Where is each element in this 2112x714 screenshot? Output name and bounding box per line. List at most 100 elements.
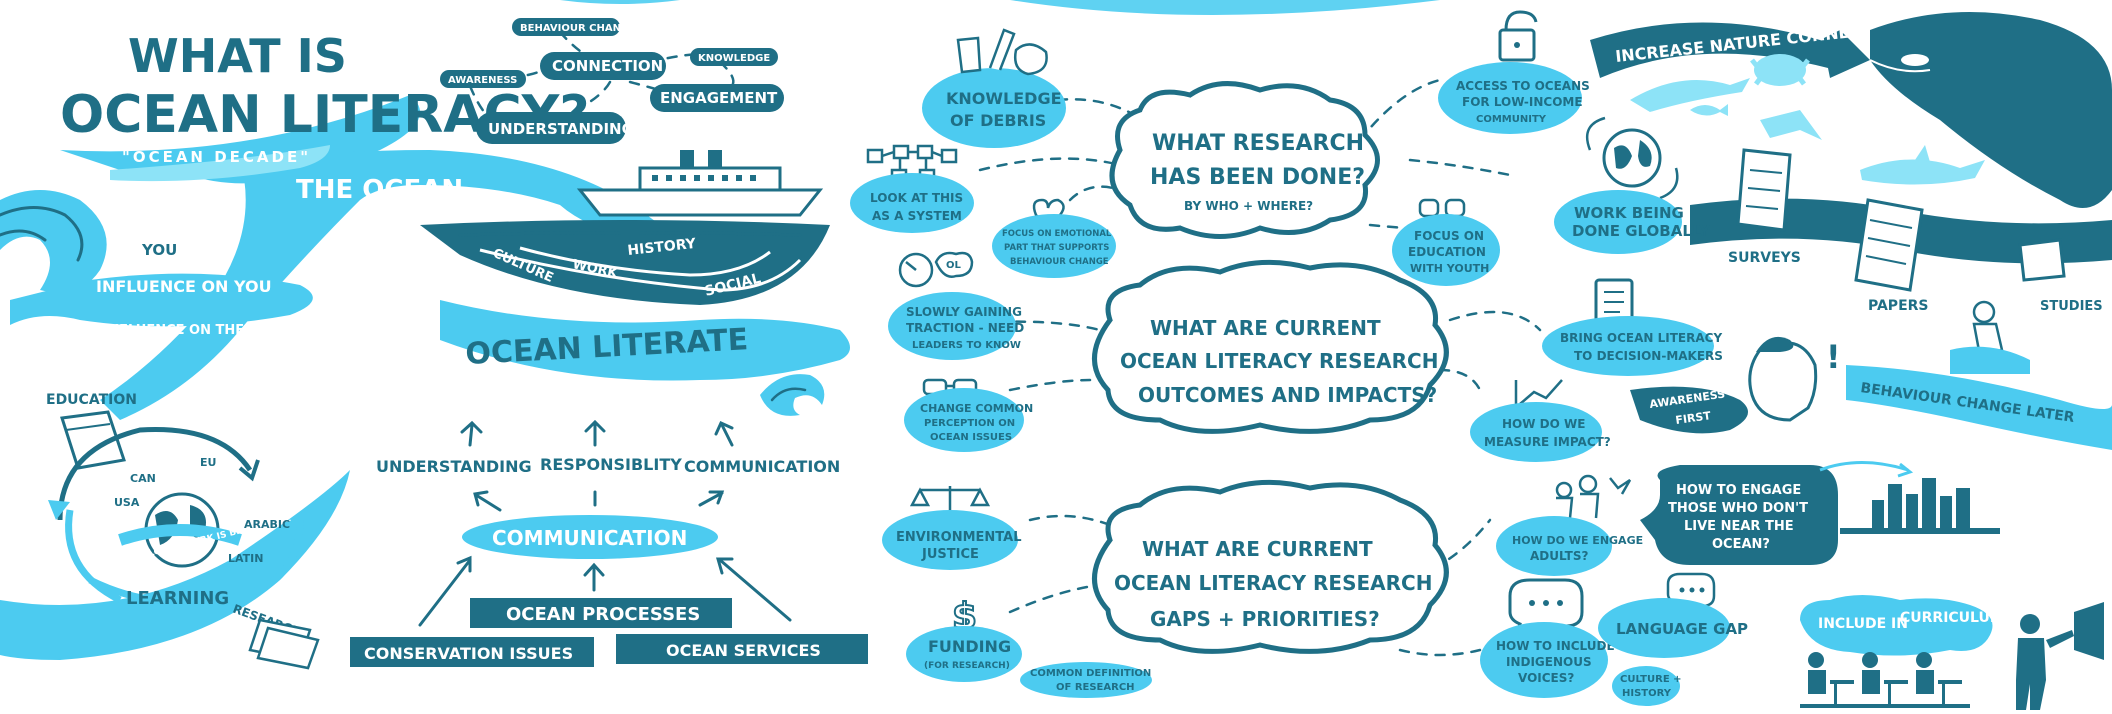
global-line-1: WORK BEING	[1574, 204, 1684, 222]
decision-node	[1542, 316, 1714, 376]
pillar-understanding-label: UNDERSTANDING	[376, 457, 532, 476]
network-behaviour-change-node	[512, 18, 620, 36]
papers-stack-icon	[248, 618, 320, 670]
slowly-gaining-node	[888, 292, 1016, 360]
language-gap-label: LANGUAGE GAP	[1616, 620, 1748, 638]
gaps-priorities-cloud	[1092, 479, 1449, 654]
network-understanding-label: UNDERSTANDING	[488, 120, 634, 138]
survey-document-icon	[1736, 148, 1792, 232]
culture-history-line-2: HISTORY	[1622, 688, 1672, 699]
network-connection-label: CONNECTION	[552, 57, 663, 75]
globe-circle-icon	[1585, 116, 1679, 200]
outcomes-impacts-cloud	[1092, 259, 1449, 434]
measure-line-2: MEASURE IMPACT?	[1484, 435, 1611, 449]
curved-arrow-head	[1897, 462, 1914, 478]
communication-hub-node	[462, 515, 718, 559]
wave-icon	[0, 190, 107, 293]
ocean-river-band	[100, 150, 700, 420]
shark-icon	[1860, 145, 1985, 185]
layered-ocean-depths	[420, 220, 830, 305]
the-ocean-label: THE OCEAN	[296, 175, 463, 205]
place-latin: LATIN	[228, 552, 263, 565]
education-label: EDUCATION	[46, 392, 137, 408]
communication-hub-label: COMMUNICATION	[492, 526, 687, 550]
behaviour-later-path	[1846, 365, 2112, 450]
layer-history-label: HISTORY	[627, 236, 698, 259]
awareness-first-line-2: FIRST	[1675, 409, 1712, 427]
exclamation-icon: !	[1826, 338, 1841, 376]
youth-node	[1392, 214, 1500, 286]
awareness-path	[1630, 386, 1748, 434]
small-wave-icon	[760, 374, 825, 416]
turtle-icon	[1750, 54, 1810, 86]
learning-label: LEARNING	[126, 588, 229, 609]
you-label: YOU	[141, 241, 177, 259]
decision-line-1: BRING OCEAN LITERACY	[1560, 331, 1722, 345]
ol-bubble-label: OL	[946, 260, 962, 271]
indigenous-node	[1480, 622, 1608, 698]
network-understanding-node	[476, 112, 626, 144]
network-knowledge-label: KNOWLEDGE	[698, 53, 770, 64]
pillar-communication-label: COMMUNICATION	[684, 457, 840, 476]
engage-far-line-3: LIVE NEAR THE	[1684, 519, 1794, 534]
influence-ribbon	[10, 273, 313, 327]
title-line-1: WHAT IS	[128, 29, 347, 83]
culture-history-node	[1612, 666, 1680, 706]
hub-arrows	[418, 555, 792, 627]
indigenous-line-2: INDIGENOUS	[1506, 655, 1592, 669]
indigenous-line-1: HOW TO INCLUDE	[1496, 639, 1615, 653]
ocean-literate-banner-shape	[440, 300, 850, 381]
clipboard-icon	[1594, 278, 1634, 324]
influence-on-you-label: INFLUENCE ON YOU	[96, 277, 272, 296]
classroom-icon	[1800, 652, 1970, 708]
gardener-figure-icon	[1950, 300, 2030, 374]
binoculars-icon	[1418, 198, 1466, 218]
perception-line-2: PERCEPTION ON	[924, 418, 1015, 429]
network-engagement-label: ENGAGEMENT	[660, 89, 778, 107]
nature-connection-banner	[1590, 22, 1870, 78]
language-gap-node	[1598, 598, 1730, 658]
youth-line-3: WITH YOUTH	[1410, 262, 1489, 275]
place-arabic: ARABIC	[244, 518, 290, 531]
decision-line-2: TO DECISION-MAKERS	[1574, 349, 1723, 363]
teacher-figure-icon	[2016, 602, 2104, 710]
indigenous-line-3: VOICES?	[1518, 671, 1574, 685]
head-profile-icon	[1748, 336, 1818, 422]
title-swoosh	[110, 145, 330, 182]
pillar-responsibility-label: RESPONSIBLITY	[540, 455, 682, 474]
bottom-left-swoosh	[0, 470, 350, 660]
curved-arrow-icon	[1819, 461, 1909, 472]
ocean-processes-bar	[470, 598, 732, 628]
ocean-services-label: OCEAN SERVICES	[666, 641, 821, 660]
book-icon	[60, 410, 126, 470]
q1-line-2: HAS BEEN DONE?	[1150, 165, 1365, 190]
network-engagement-node	[650, 84, 784, 112]
q1-line-1: WHAT RESEARCH	[1152, 131, 1364, 156]
city-skyline-icon	[1840, 478, 2000, 534]
studies-label: STUDIES	[2040, 299, 2103, 314]
emotional-line-3: BEHAVIOUR CHANGE	[1010, 257, 1109, 267]
person-outline-icon	[108, 192, 192, 322]
debris-line-2: OF DEBRIS	[950, 111, 1046, 130]
paper-document-icon	[1854, 198, 1924, 292]
cycle-arrows	[48, 427, 304, 606]
debris-icon	[956, 28, 1048, 76]
title-subtitle: "OCEAN DECADE"	[122, 148, 311, 166]
engage-adults-line-1: HOW DO WE ENGAGE	[1512, 534, 1643, 547]
definition-line-1: COMMON DEFINITION	[1030, 668, 1151, 679]
system-line-2: AS A SYSTEM	[872, 209, 962, 223]
people-icon	[1555, 474, 1632, 519]
emotional-line-1: FOCUS ON EMOTIONAL	[1002, 229, 1112, 239]
q3-line-3: GAPS + PRIORITIES?	[1150, 607, 1380, 631]
system-node	[850, 173, 974, 233]
definition-line-2: OF RESEARCH	[1056, 682, 1135, 693]
network-behaviour-change-label: BEHAVIOUR CHANGE	[520, 23, 636, 34]
measure-node	[1470, 402, 1602, 462]
q2-line-1: WHAT ARE CURRENT	[1150, 316, 1381, 340]
engage-far-line-2: THOSE WHO DON'T	[1668, 501, 1808, 516]
ocean-services-bar	[616, 634, 868, 664]
pillar-arrows	[460, 419, 734, 512]
measure-line-1: HOW DO WE	[1502, 417, 1585, 431]
ship-icon	[576, 150, 824, 217]
